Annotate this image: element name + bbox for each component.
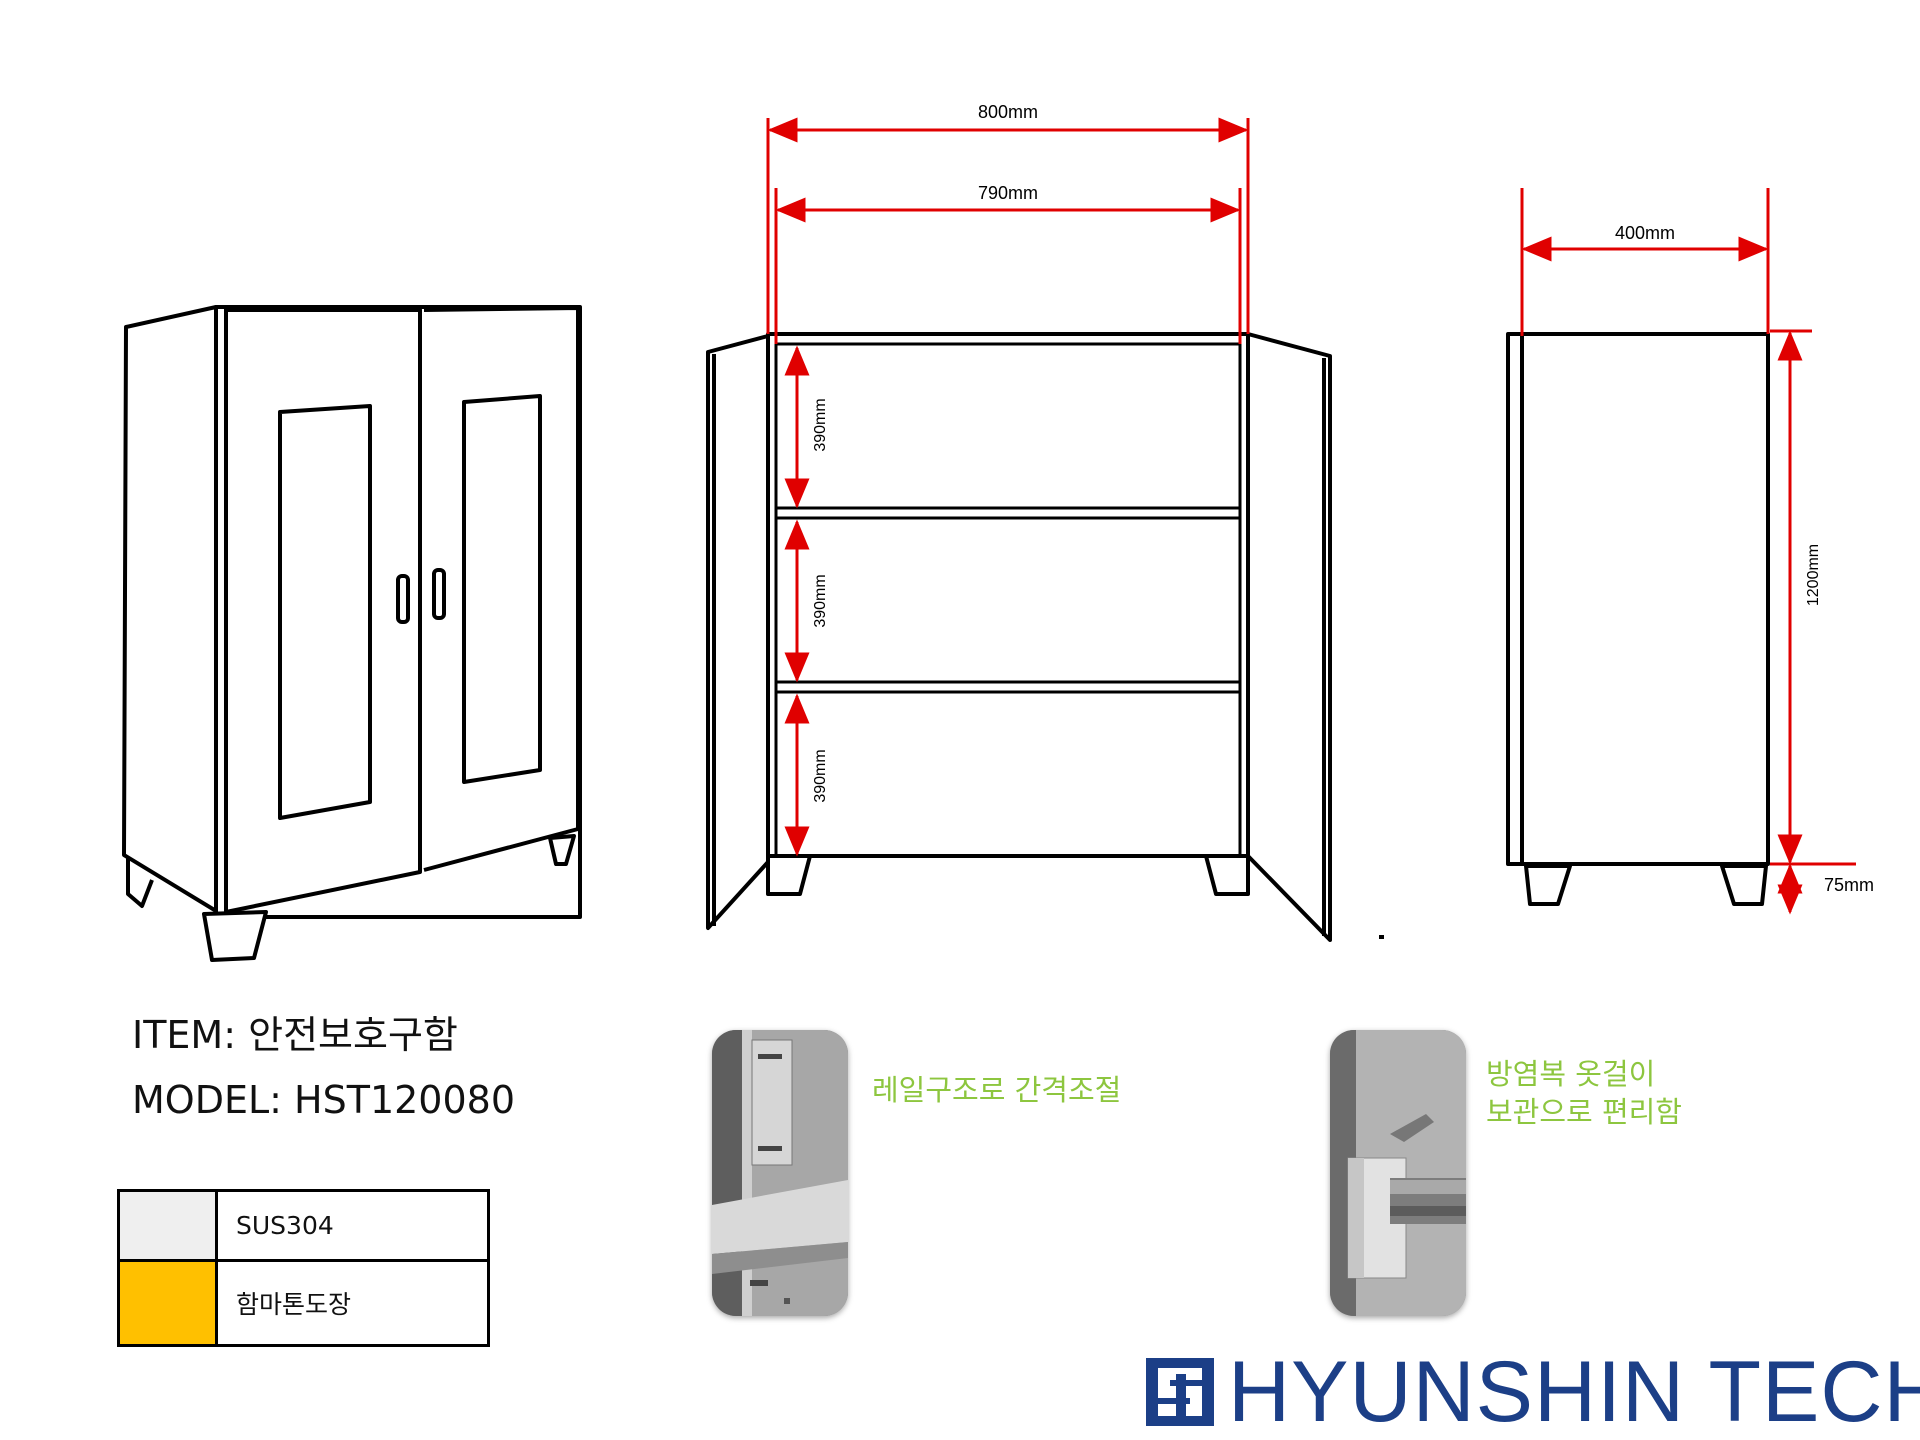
dim-outer-width bbox=[766, 117, 1250, 334]
cabinet-side-panel bbox=[122, 305, 228, 919]
leg-rear-right bbox=[548, 834, 576, 866]
side-leg-left bbox=[1524, 864, 1572, 906]
item-value: 안전보호구함 bbox=[248, 1013, 458, 1057]
brand-name: HYUNSHIN TECH bbox=[1228, 1344, 1920, 1440]
material-legend-table: SUS304 함마톤도장 bbox=[117, 1189, 490, 1348]
front-leg-right bbox=[1204, 854, 1250, 896]
label-inner-width: 790mm bbox=[978, 183, 1038, 203]
cabinet-perspective-view bbox=[122, 305, 582, 962]
hanger-caption-line: 방염복 옷걸이 bbox=[1486, 1057, 1656, 1091]
item-line: ITEM: 안전보호구함 bbox=[132, 1004, 458, 1059]
label-shelf-gap-3: 390mm bbox=[812, 749, 829, 802]
material-swatch-hammertone bbox=[117, 1258, 218, 1348]
leg-front-left bbox=[202, 910, 268, 962]
left-door-handle bbox=[396, 574, 410, 624]
shelf-1 bbox=[774, 506, 1242, 520]
dim-height bbox=[1770, 329, 1856, 915]
left-door bbox=[225, 308, 422, 914]
right-door bbox=[423, 306, 580, 872]
label-depth: 400mm bbox=[1615, 223, 1675, 243]
rail-caption-line: 레일구조로 간격조절 bbox=[872, 1073, 1122, 1107]
label-shelf-gap-2: 390mm bbox=[812, 574, 829, 627]
dim-depth bbox=[1520, 188, 1770, 336]
side-body bbox=[1506, 332, 1770, 866]
right-open-door bbox=[1246, 332, 1332, 942]
rail-detail-photo bbox=[712, 1030, 848, 1316]
cabinet-inner-box bbox=[774, 342, 1242, 858]
front-leg-left bbox=[766, 854, 812, 896]
right-door-window bbox=[462, 394, 542, 784]
leg-rear-left bbox=[126, 857, 154, 908]
dim-inner-width bbox=[774, 188, 1242, 344]
label-leg-height: 75mm bbox=[1824, 875, 1874, 895]
brand-logo-icon bbox=[1146, 1358, 1214, 1426]
material-row: 함마톤도장 bbox=[117, 1258, 490, 1348]
hanger-detail-photo bbox=[1330, 1030, 1466, 1316]
hanger-caption: 방염복 옷걸이 보관으로 편리함 bbox=[1486, 1055, 1682, 1131]
cabinet-front-view bbox=[706, 332, 1332, 942]
label-outer-width: 800mm bbox=[978, 102, 1038, 122]
stray-dot bbox=[1379, 935, 1384, 939]
side-leg-right bbox=[1720, 864, 1768, 906]
material-swatch-stainless bbox=[117, 1189, 218, 1262]
model-label: MODEL: bbox=[132, 1078, 282, 1122]
model-value: HST120080 bbox=[294, 1078, 516, 1122]
brand-block: HYUNSHIN TECH bbox=[1146, 1344, 1920, 1440]
right-door-handle bbox=[432, 568, 446, 620]
shelf-2 bbox=[774, 680, 1242, 694]
left-door-window bbox=[278, 404, 372, 820]
material-name: 함마톤도장 bbox=[215, 1258, 490, 1348]
model-line: MODEL: HST120080 bbox=[132, 1078, 515, 1122]
material-row: SUS304 bbox=[117, 1189, 490, 1262]
hanger-caption-line: 보관으로 편리함 bbox=[1486, 1095, 1682, 1129]
item-label: ITEM: bbox=[132, 1013, 237, 1057]
material-name: SUS304 bbox=[215, 1189, 490, 1262]
cabinet-side-view bbox=[1506, 332, 1770, 906]
label-shelf-gap-1: 390mm bbox=[812, 398, 829, 451]
label-height: 1200mm bbox=[1805, 544, 1822, 606]
cabinet-body-front bbox=[766, 332, 1250, 858]
left-open-door bbox=[706, 334, 770, 930]
rail-caption: 레일구조로 간격조절 bbox=[872, 1071, 1121, 1109]
